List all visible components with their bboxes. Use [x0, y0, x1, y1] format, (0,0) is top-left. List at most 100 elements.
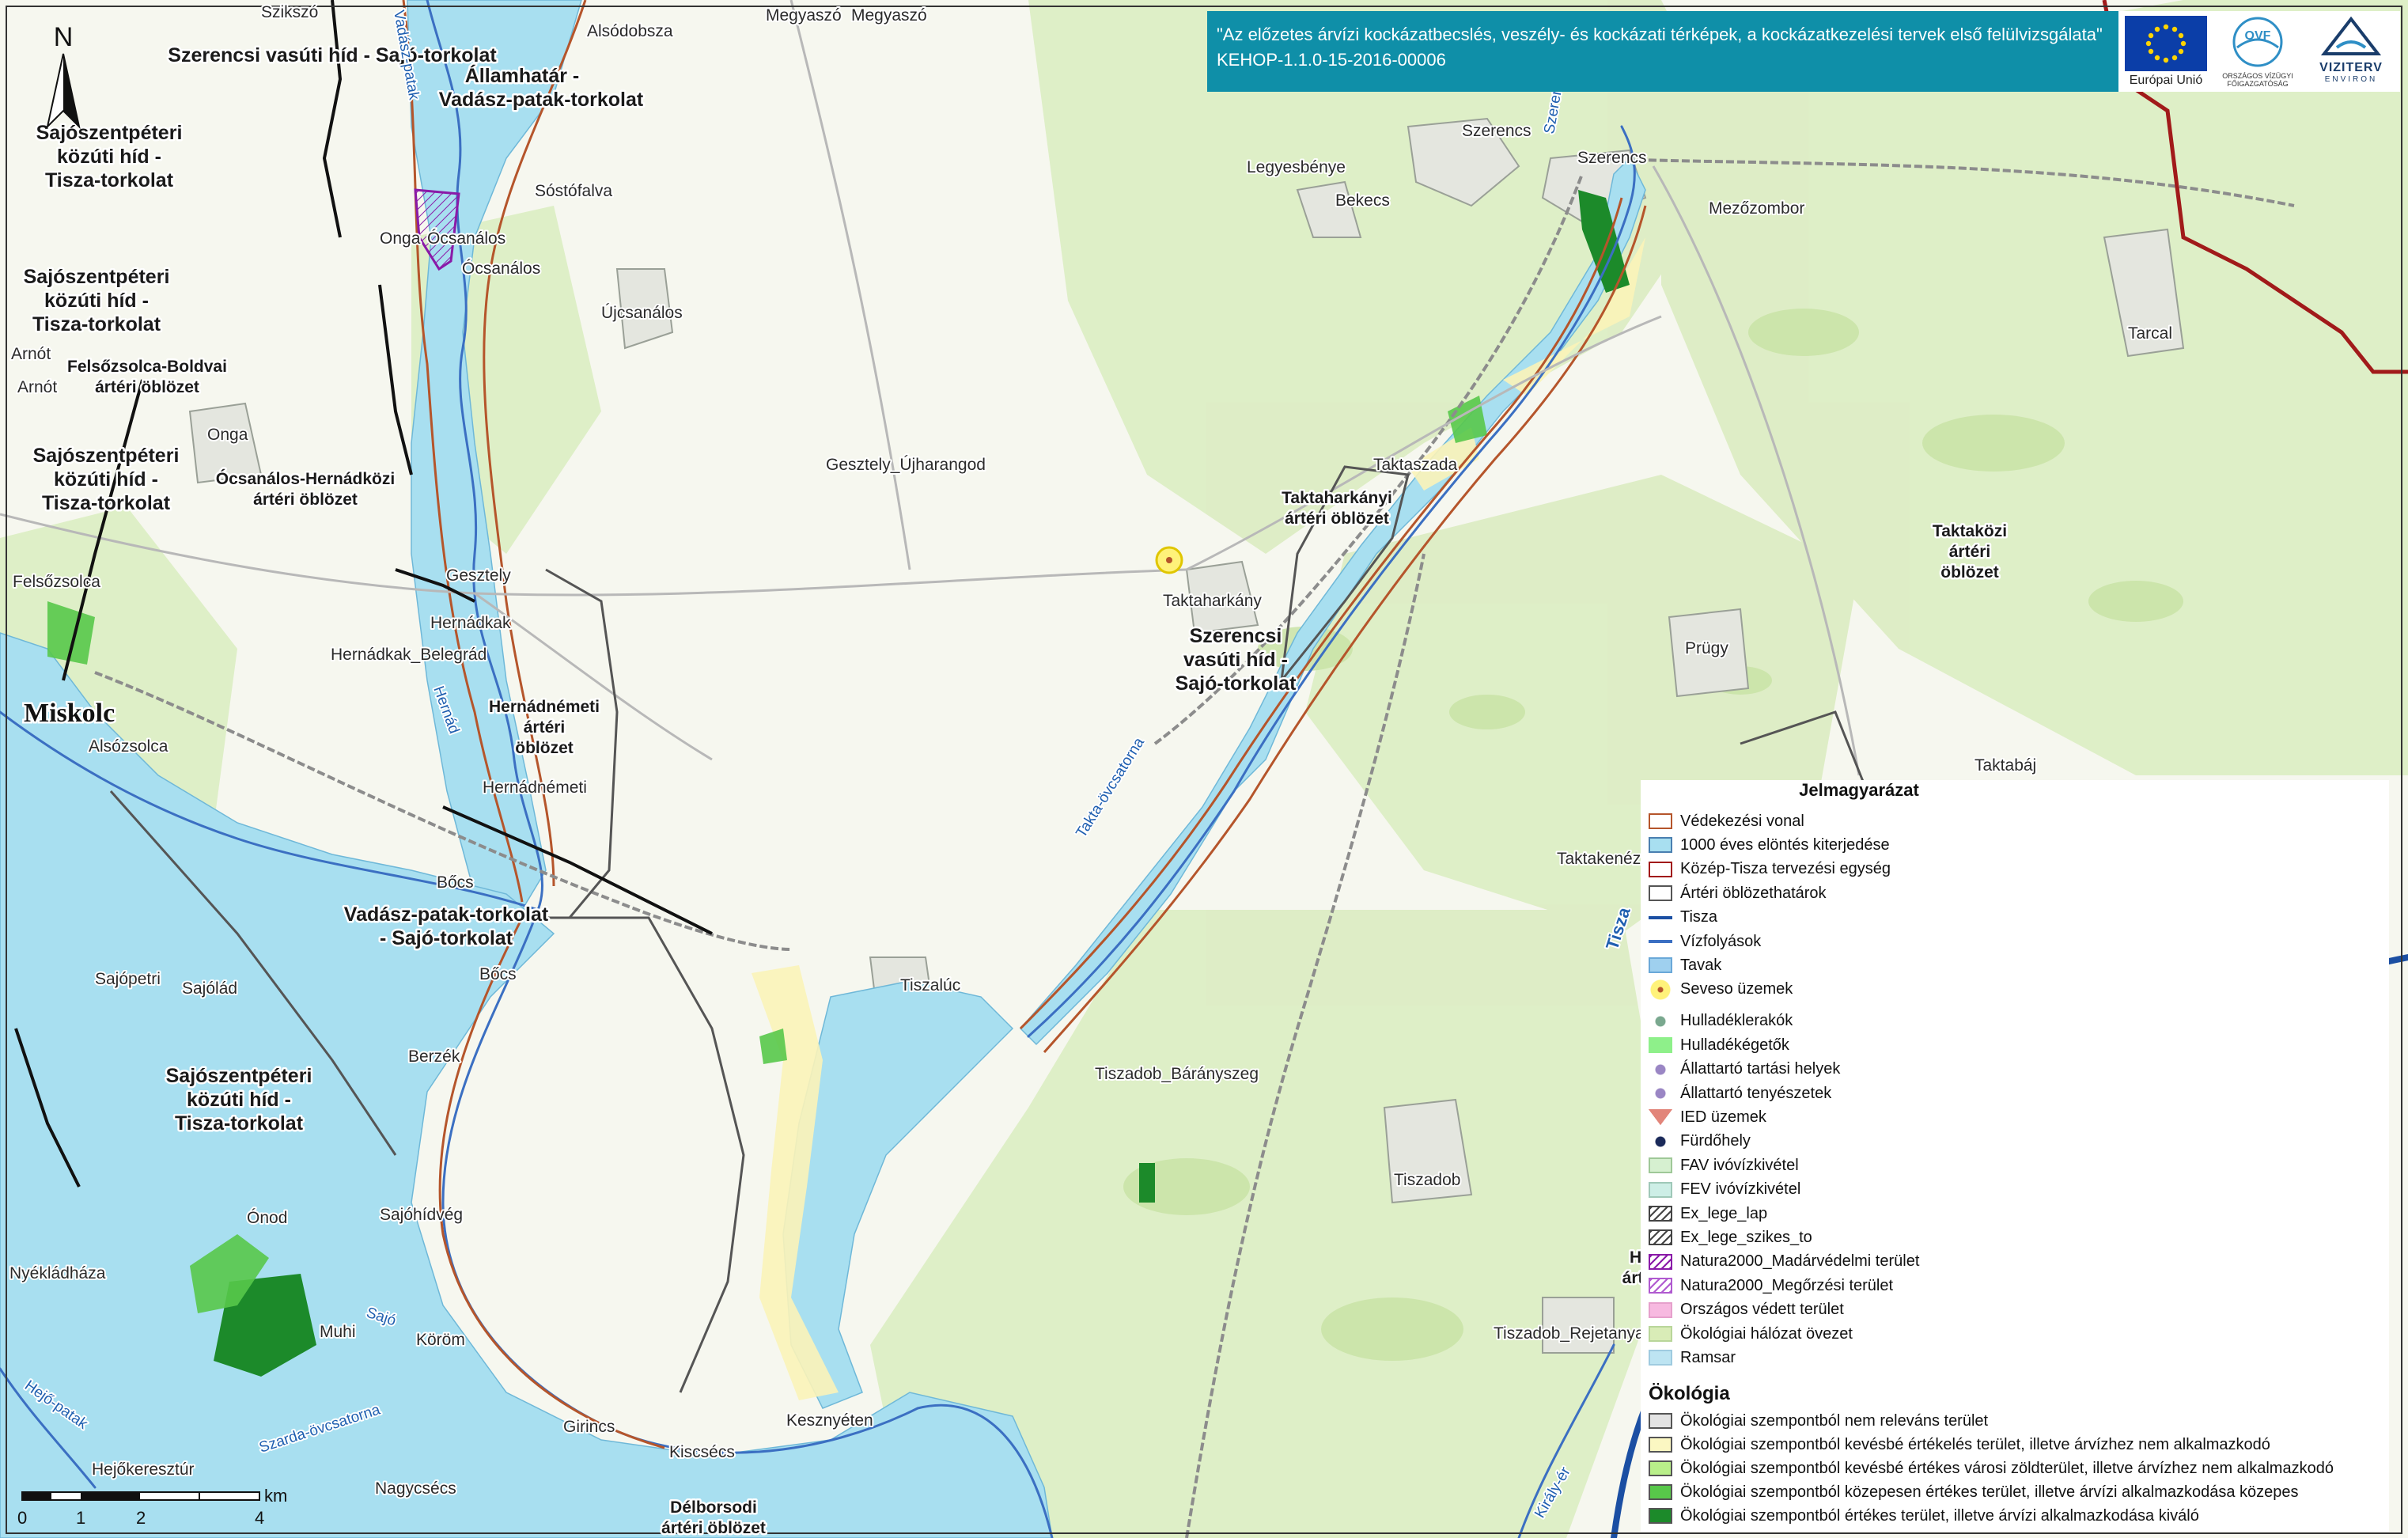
legend-swatch — [1649, 813, 1672, 829]
legend-title: Jelmagyarázat — [1799, 780, 1919, 800]
low-value-flood-areas — [752, 237, 1645, 1400]
region-label-line: - Sajó-torkolat — [380, 927, 513, 949]
legend-eco-item: Ökológiai szempontból közepesen értékes … — [1649, 1481, 2299, 1503]
region-label-line: Hernádnémeti — [489, 698, 600, 716]
legend-swatch — [1649, 1350, 1672, 1366]
place-label: Onga — [207, 426, 248, 444]
legend-item: Ex_lege_szikes_to — [1649, 1226, 1812, 1248]
region-label-line: Szerencsi vasúti híd - Sajó-torkolat — [168, 44, 497, 66]
place-label: Sajólád — [182, 979, 237, 998]
place-label: Onga — [380, 229, 421, 248]
place-label: Szerencs — [1577, 149, 1647, 167]
project-title: "Az előzetes árvízi kockázatbecslés, ves… — [1217, 25, 2103, 44]
region-label-line: Sajószentpéteri — [33, 445, 180, 467]
place-label: Berzék — [408, 1047, 460, 1066]
place-label: Taktabáj — [1974, 756, 2036, 775]
scale-tick: 2 — [136, 1508, 146, 1528]
legend-swatch — [1649, 1061, 1672, 1078]
eu-flag-icon — [2125, 16, 2207, 71]
legend-item: Natura2000_Megőrzési terület — [1649, 1275, 1893, 1297]
legend-eco-item: Ökológiai szempontból kevésbé értékelés … — [1649, 1434, 2270, 1456]
region-label-line: ártéri — [1949, 543, 1991, 561]
viziterv-emblem-icon — [2320, 16, 2382, 55]
place-label: Hernádkak_Belegrád — [331, 646, 487, 664]
place-label: Alsódobsza — [587, 22, 673, 40]
place-label: Tiszadob — [1394, 1171, 1460, 1189]
ovf-logo: OVF ORSZÁGOS VÍZÜGYI FŐIGAZGATÓSÁG — [2215, 16, 2300, 88]
legend-label: Ökológiai hálózat övezet — [1680, 1324, 1853, 1343]
region-label-line: Tisza-torkolat — [42, 492, 171, 514]
project-banner: "Az előzetes árvízi kockázatbecslés, ves… — [1207, 11, 2118, 92]
scale-unit: km — [264, 1489, 287, 1506]
legend-label: Ártéri öblözethatárok — [1680, 884, 1827, 902]
region-label-line: Vadász-patak-torkolat — [439, 89, 644, 111]
legend-eco-item: Ökológiai szempontból értékes terület, i… — [1649, 1505, 2199, 1527]
place-label: Prügy — [1685, 639, 1728, 657]
place-label: Nagycsécs — [375, 1479, 456, 1498]
legend-swatch — [1649, 1253, 1672, 1270]
legend-label: Ökológiai szempontból kevésbé értékes vá… — [1680, 1459, 2334, 1477]
legend-item: Hulladékégetők — [1649, 1034, 1789, 1056]
legend-item: Tavak — [1649, 954, 1721, 976]
ovf-caption: ORSZÁGOS VÍZÜGYI FŐIGAZGATÓSÁG — [2222, 72, 2293, 88]
legend-label: FAV ivóvízkivétel — [1680, 1156, 1799, 1174]
defence-lines — [402, 0, 1647, 1449]
region-label-line: közúti híd - — [187, 1089, 291, 1111]
place-label: Ócsanálos — [462, 259, 540, 278]
legend-item: IED üzemek — [1649, 1106, 1766, 1128]
legend-label: Ökológiai szempontból nem releváns terül… — [1680, 1411, 1989, 1430]
legend-swatch — [1649, 1109, 1672, 1126]
legend-swatch — [1649, 1229, 1672, 1246]
place-label: Felsőzsolca — [13, 573, 100, 591]
place-label: Taktaharkány — [1163, 592, 1262, 610]
legend-label: 1000 éves elöntés kiterjedése — [1680, 835, 1890, 854]
city-label-miskolc: Miskolc — [24, 699, 115, 728]
place-label: Tiszalúc — [900, 976, 960, 994]
ovf-emblem-icon: OVF — [2232, 17, 2283, 67]
region-label-line: Felsőzsolca-Boldvai — [67, 358, 227, 376]
legend-swatch — [1649, 1460, 1672, 1476]
place-label: Hernádnémeti — [483, 778, 587, 797]
region-label-line: Ócsanálos-Hernádközi — [216, 469, 395, 488]
legend-swatch — [1649, 1278, 1672, 1294]
north-arrow: N — [46, 22, 81, 130]
project-code: KEHOP-1.1.0-15-2016-00006 — [1217, 50, 1446, 70]
eu-caption: Európai Unió — [2129, 74, 2203, 87]
legend-swatch — [1649, 1181, 1672, 1198]
legend-label: Seveso üzemek — [1680, 980, 1793, 998]
region-label: Vadász-patak-torkolat- Sajó-torkolat — [344, 903, 549, 949]
legend-item: Állattartó tenyészetek — [1649, 1082, 1831, 1104]
legend-item: Ártéri öblözethatárok — [1649, 882, 1827, 904]
legend-item: Ökológiai hálózat övezet — [1649, 1323, 1853, 1345]
legend-swatch — [1649, 1326, 1672, 1342]
legend-item: Ramsar — [1649, 1347, 1736, 1369]
place-label: Szikszó — [261, 3, 318, 21]
roads — [0, 0, 1861, 776]
region-label-line: Sajószentpéteri — [166, 1065, 312, 1087]
legend-label: Ex_lege_lap — [1680, 1204, 1768, 1222]
natura2000-area — [414, 188, 460, 271]
legend-swatch — [1649, 837, 1672, 854]
viziterv-subcaption: ENVIRON — [2324, 75, 2378, 84]
hejo-patak — [0, 1367, 97, 1489]
region-label-line: Szerencsi — [1190, 625, 1282, 647]
legend-eco-item: Ökológiai szempontból nem releváns terül… — [1649, 1410, 1988, 1432]
eu-stars-icon — [2145, 24, 2187, 63]
region-label-line: Sajószentpéteri — [24, 266, 170, 288]
eu-logo: Európai Unió — [2122, 16, 2210, 87]
scale-tick: 4 — [255, 1508, 264, 1528]
region-label-line: Taktaközi — [1933, 522, 2007, 540]
legend-item: Védekezési vonal — [1649, 810, 1804, 832]
kiraly-er — [1517, 1343, 1615, 1538]
ovf-mark: OVF — [2245, 29, 2271, 43]
legend-item: Közép-Tisza tervezési egység — [1649, 858, 1891, 881]
place-label: Girincs — [563, 1418, 615, 1436]
legend-swatch — [1649, 1206, 1672, 1222]
